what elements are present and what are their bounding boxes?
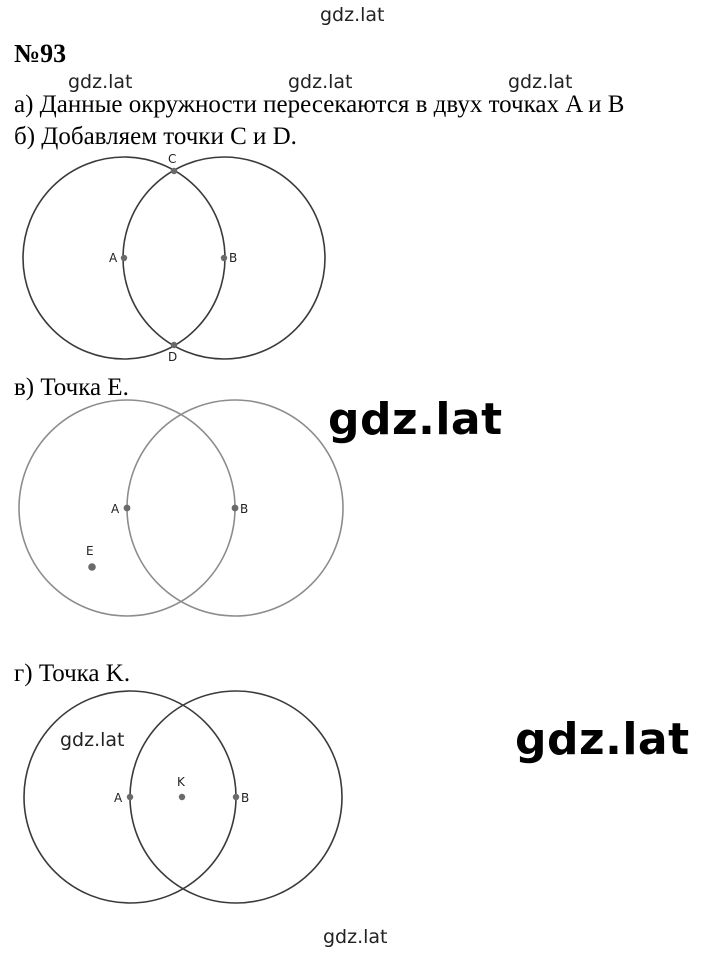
label-a: A [109,251,118,265]
watermark-large: gdz.lat [515,714,690,765]
watermark: gdz.lat [508,71,573,93]
line-v: в) Точка E. [14,374,129,401]
point-c [170,167,178,175]
point-a [120,254,128,262]
point-a [123,504,131,512]
label-a: A [114,791,123,805]
label-a: A [111,502,120,516]
label-k: K [177,775,186,789]
label-e: E [86,544,94,558]
line-g: г) Точка K. [14,660,131,687]
watermark-large: gdz.lat [328,394,503,445]
point-b [231,504,239,512]
watermark: gdz.lat [320,4,385,26]
label-c: C [168,152,176,166]
watermark: gdz.lat [288,71,353,93]
watermark: gdz.lat [68,71,133,93]
label-b: B [241,791,249,805]
point-b [220,254,228,262]
watermark: gdz.lat [60,729,125,751]
label-b: B [240,502,248,516]
point-k [178,793,186,801]
point-b [232,793,240,801]
label-b: B [229,251,237,265]
label-d: D [168,350,177,364]
line-a: а) Данные окружности пересекаются в двух… [14,91,625,118]
point-d [170,341,178,349]
watermark: gdz.lat [323,926,388,948]
point-e [88,563,96,571]
point-a [126,793,134,801]
problem-number: №93 [14,39,67,68]
line-b: б) Добавляем точки C и D. [14,123,297,150]
